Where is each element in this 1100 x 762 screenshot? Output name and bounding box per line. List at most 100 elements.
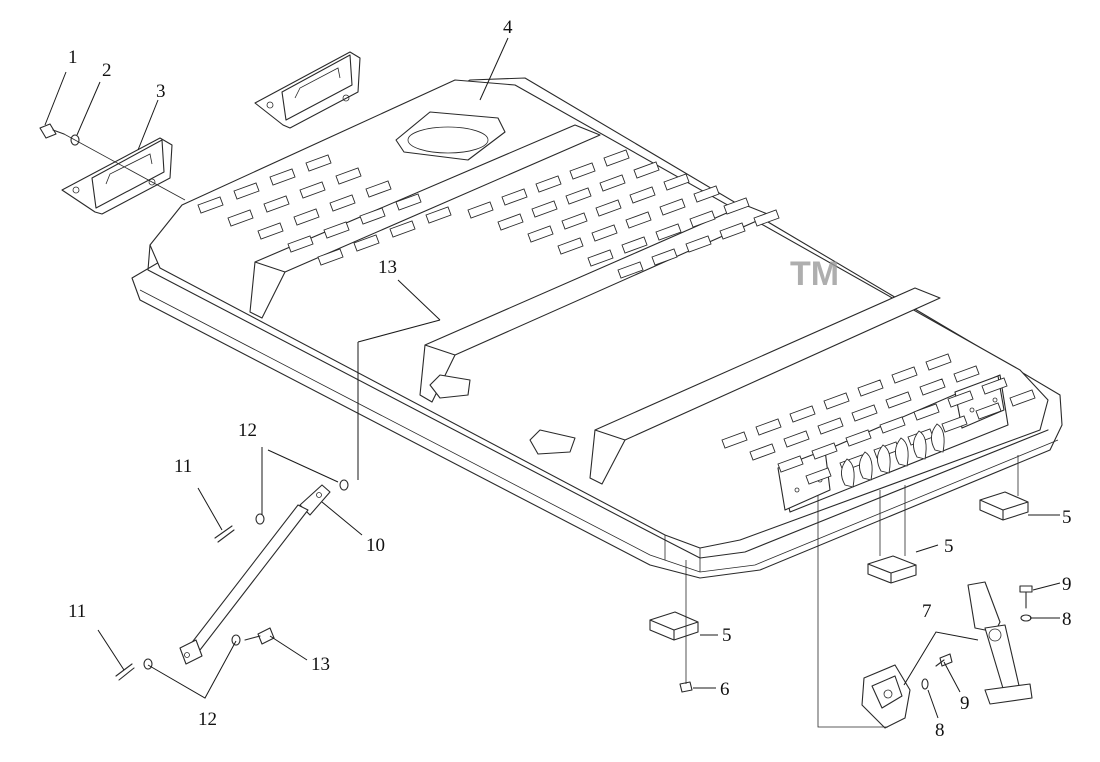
vent-slot bbox=[925, 353, 952, 371]
callout-12-bottom: 12 bbox=[198, 709, 217, 730]
callout-3: 3 bbox=[156, 81, 166, 102]
vent-slots-right bbox=[721, 353, 1036, 485]
callout-4: 4 bbox=[503, 17, 513, 38]
vent-slot bbox=[947, 390, 974, 408]
vent-slot bbox=[497, 213, 524, 231]
callout-8-right: 8 bbox=[1062, 609, 1072, 630]
vent-slot bbox=[389, 220, 416, 238]
callout-5-right: 5 bbox=[1062, 507, 1072, 528]
vent-slot bbox=[599, 174, 626, 192]
vent-slot bbox=[353, 234, 380, 252]
vent-slot bbox=[565, 187, 592, 205]
vent-slot bbox=[587, 249, 614, 267]
vent-slot bbox=[981, 377, 1008, 395]
vent-slot bbox=[299, 181, 326, 199]
hook-bracket bbox=[967, 581, 1033, 705]
vent-slot bbox=[845, 429, 872, 447]
vent-slot bbox=[197, 196, 224, 214]
vent-slot bbox=[569, 162, 596, 180]
vent-slot bbox=[625, 211, 652, 229]
vent-slot bbox=[323, 221, 350, 239]
vent-slot bbox=[233, 182, 260, 200]
vent-slot bbox=[891, 366, 918, 384]
callout-7: 7 bbox=[922, 601, 932, 622]
callout-10: 10 bbox=[366, 535, 385, 556]
vent-slot bbox=[783, 430, 810, 448]
vent-slot bbox=[817, 417, 844, 435]
vent-slot bbox=[777, 455, 804, 473]
vent-slot bbox=[531, 200, 558, 218]
hinge-3 bbox=[61, 137, 173, 215]
callout-8-left: 8 bbox=[935, 720, 945, 741]
callout-5-mid: 5 bbox=[944, 536, 954, 557]
vent-slot bbox=[685, 235, 712, 253]
vent-slot bbox=[755, 418, 782, 436]
vent-slot bbox=[919, 378, 946, 396]
assembly-lines-5 bbox=[685, 455, 1019, 684]
hinge-upper bbox=[254, 51, 361, 129]
vent-slot bbox=[975, 402, 1002, 420]
vent-slot bbox=[425, 206, 452, 224]
vent-slot bbox=[749, 443, 776, 461]
vent-slot bbox=[1009, 389, 1036, 407]
callout-5-left: 5 bbox=[722, 625, 732, 646]
vent-slot bbox=[689, 210, 716, 228]
side-louvre-slots bbox=[841, 423, 945, 488]
vent-slot bbox=[693, 185, 720, 203]
vent-slot bbox=[329, 194, 356, 212]
pin-13 bbox=[244, 627, 275, 645]
vent-slot bbox=[913, 403, 940, 421]
latch-7 bbox=[861, 664, 911, 729]
vent-slot bbox=[629, 186, 656, 204]
vent-slot bbox=[287, 235, 314, 253]
vent-slot bbox=[317, 248, 344, 266]
assembly-line-latch bbox=[817, 495, 888, 728]
callout-13-top: 13 bbox=[378, 257, 397, 278]
vent-slots-center bbox=[467, 149, 780, 279]
vent-slot bbox=[335, 167, 362, 185]
stay-rod-10 bbox=[179, 484, 331, 665]
vent-slot bbox=[621, 236, 648, 254]
watermark-logo: TM bbox=[790, 255, 839, 293]
vent-slot bbox=[603, 149, 630, 167]
vent-slot bbox=[467, 201, 494, 219]
watermark-tm: TM bbox=[790, 255, 839, 293]
vent-slot bbox=[591, 224, 618, 242]
side-louvre bbox=[931, 423, 945, 453]
pads-5 bbox=[649, 491, 1029, 641]
vent-slot bbox=[879, 416, 906, 434]
vent-slot bbox=[805, 467, 832, 485]
vent-slot bbox=[941, 415, 968, 433]
cotter-pins-11 bbox=[115, 525, 235, 681]
vent-slot bbox=[501, 188, 528, 206]
vent-slot bbox=[651, 248, 678, 266]
callout-11-top: 11 bbox=[174, 456, 192, 477]
vent-slot bbox=[655, 223, 682, 241]
callout-1: 1 bbox=[68, 47, 78, 68]
vent-slot bbox=[663, 173, 690, 191]
side-louvre bbox=[895, 437, 909, 467]
callout-12-top: 12 bbox=[238, 420, 257, 441]
vent-slot bbox=[227, 209, 254, 227]
vent-slot bbox=[269, 168, 296, 186]
bolt-1 bbox=[39, 123, 65, 139]
screws-9-washers-8 bbox=[921, 585, 1033, 690]
callout-2: 2 bbox=[102, 60, 112, 81]
vent-slot bbox=[557, 237, 584, 255]
leader-lines bbox=[44, 37, 1061, 719]
vent-slot bbox=[721, 431, 748, 449]
vent-slot bbox=[595, 199, 622, 217]
assembly-line-1 bbox=[63, 133, 186, 201]
vent-slot bbox=[527, 225, 554, 243]
hood-cover bbox=[131, 77, 1063, 579]
vent-slot bbox=[617, 261, 644, 279]
side-louvre bbox=[859, 451, 873, 481]
callout-6: 6 bbox=[720, 679, 730, 700]
vent-slot bbox=[857, 379, 884, 397]
vent-slot bbox=[359, 207, 386, 225]
callout-9-left: 9 bbox=[960, 693, 970, 714]
callout-11-bottom: 11 bbox=[68, 601, 86, 622]
vent-slot bbox=[789, 405, 816, 423]
vent-slot bbox=[723, 197, 750, 215]
